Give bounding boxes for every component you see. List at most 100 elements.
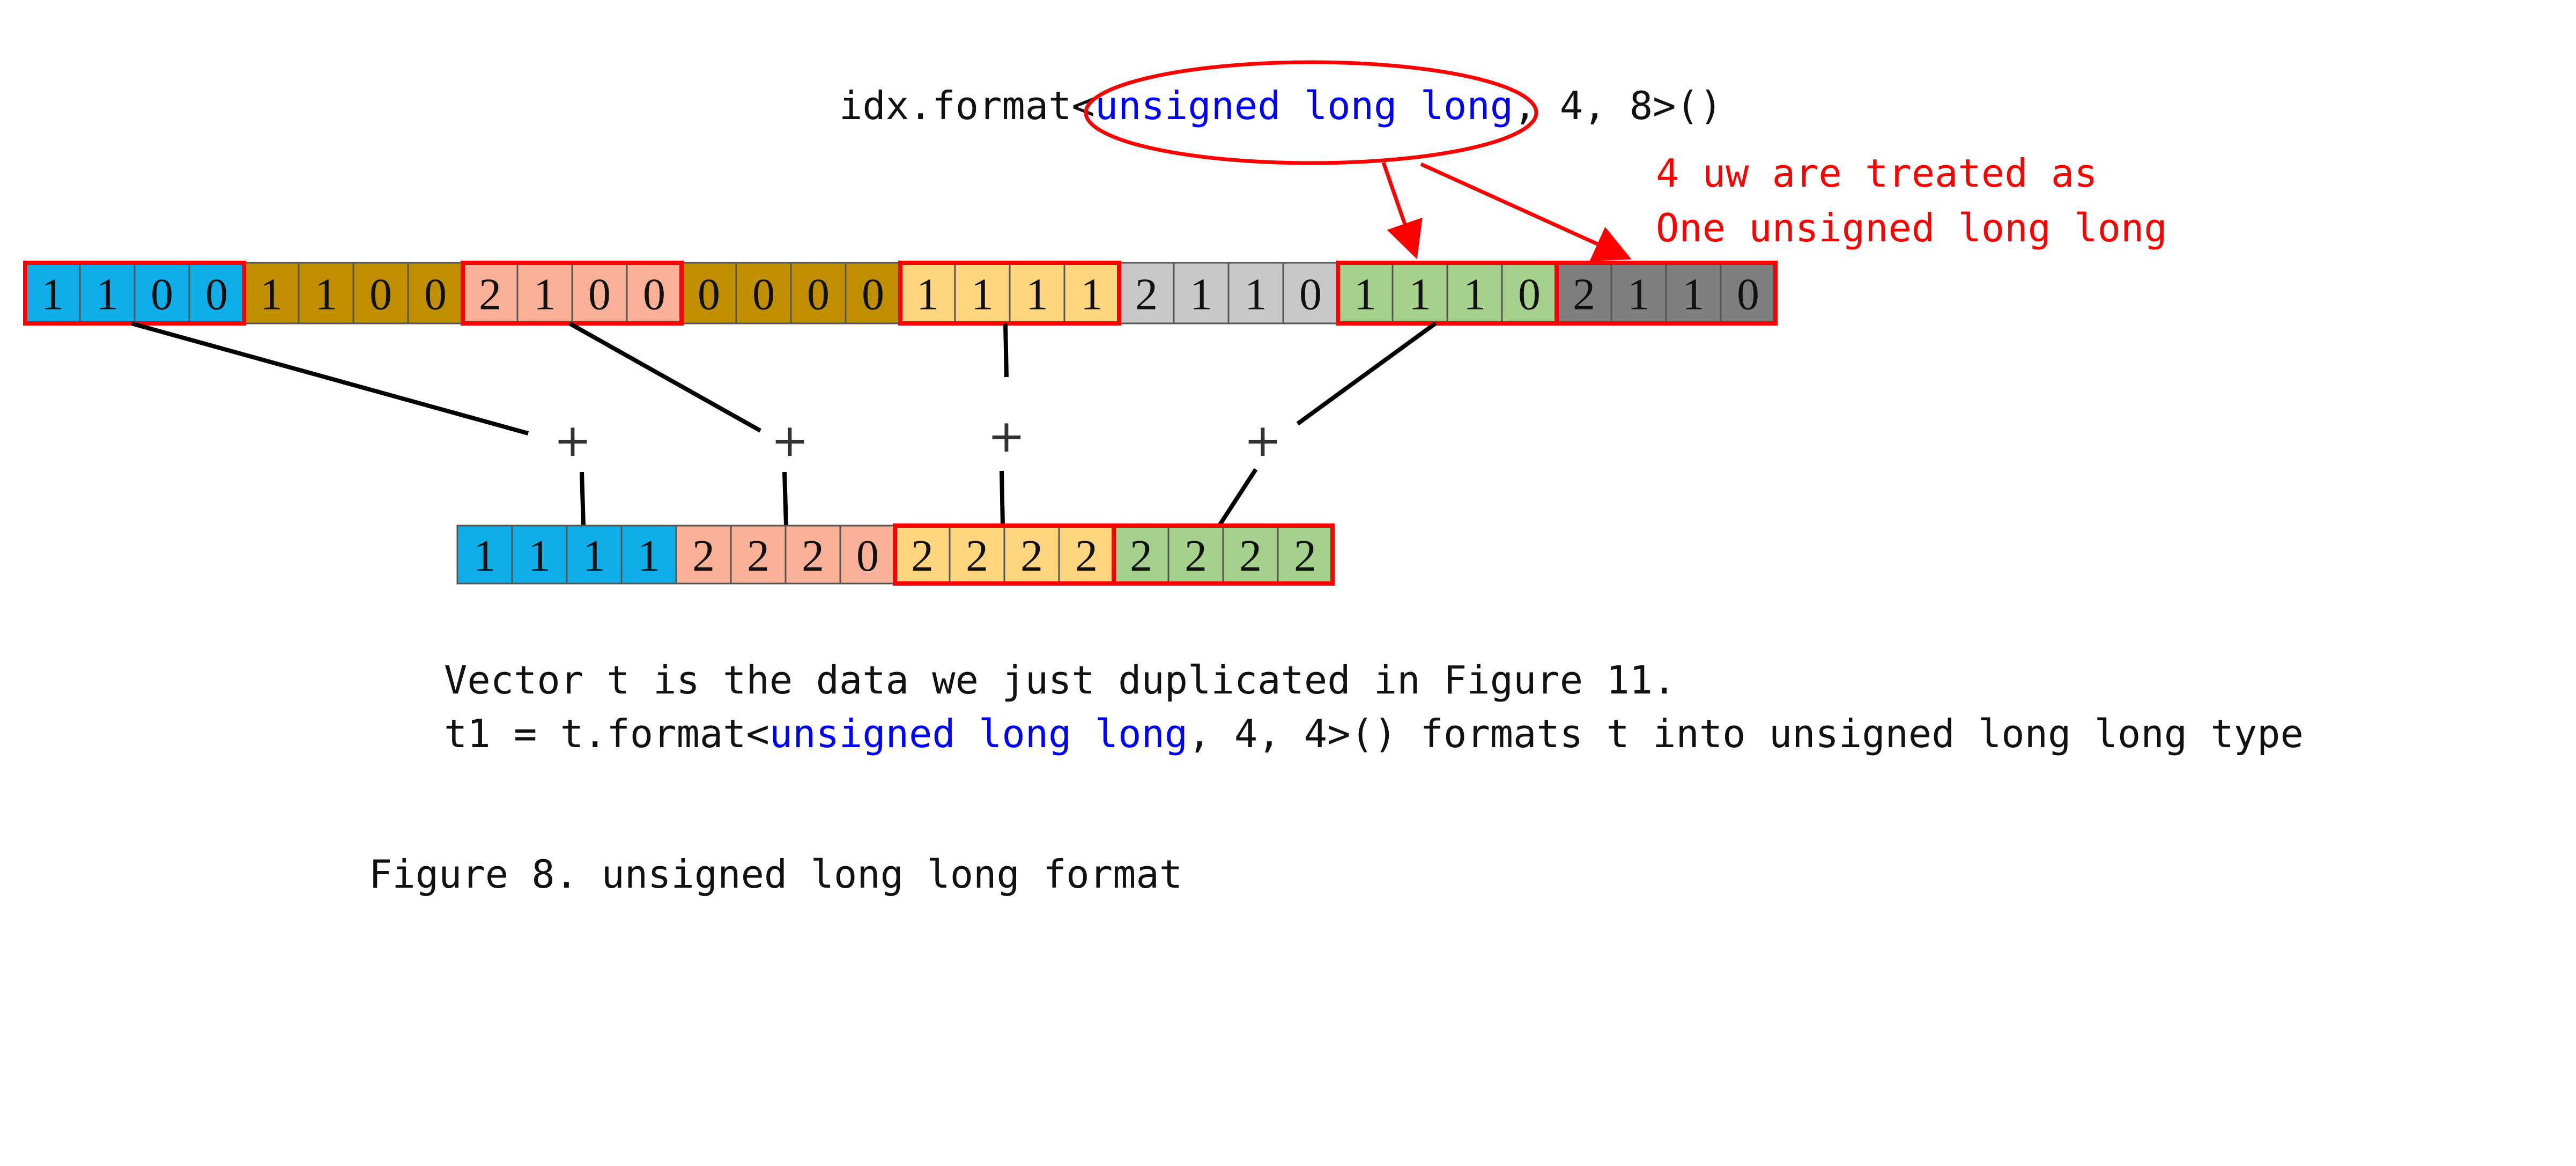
bottom-cell-value-4: 2 — [692, 531, 715, 581]
top-cell-value-11: 0 — [643, 270, 665, 320]
top-cell-value-19: 1 — [1080, 270, 1103, 320]
top-cell-12 — [680, 262, 737, 324]
top-cell-value-1: 1 — [96, 270, 119, 320]
top-cell-14 — [790, 262, 847, 324]
bottom-cell-3 — [620, 525, 677, 585]
top-cell-value-31: 0 — [1737, 270, 1759, 320]
top-cell-value-5: 1 — [315, 270, 337, 320]
top-cell-value-13: 0 — [752, 270, 775, 320]
top-cell-value-2: 0 — [151, 270, 173, 320]
top-cell-value-16: 1 — [916, 270, 939, 320]
top-cell-4 — [243, 262, 300, 324]
top-cell-value-10: 0 — [588, 270, 611, 320]
top-group-border-2 — [898, 261, 1121, 326]
top-cell-value-30: 1 — [1682, 270, 1705, 320]
bottom-cell-value-14: 2 — [1239, 531, 1262, 581]
keyword-highlight-ellipse — [1084, 60, 1538, 165]
bottom-cell-value-13: 2 — [1185, 531, 1207, 581]
top-cell-value-25: 1 — [1409, 270, 1431, 320]
bottom-cell-2 — [566, 525, 623, 585]
annotation-line-2: One unsigned long long — [1656, 205, 2167, 250]
source-group-borders — [23, 261, 1778, 326]
bottom-cell-value-0: 1 — [473, 531, 496, 581]
description-prefix: t1 = t.format< — [444, 711, 769, 756]
result-group-borders — [893, 523, 1335, 586]
connector-blue-to-plus — [130, 321, 529, 436]
top-cell-27 — [1501, 262, 1558, 324]
top-cell-19 — [1063, 262, 1120, 324]
top-cell-value-4: 1 — [260, 270, 283, 320]
top-cell-value-23: 0 — [1299, 270, 1322, 320]
top-cell-28 — [1556, 262, 1612, 324]
connector-green-to-plus — [1296, 321, 1437, 426]
top-cell-13 — [735, 262, 792, 324]
top-cell-value-0: 1 — [41, 270, 64, 320]
top-cell-value-26: 1 — [1463, 270, 1486, 320]
connector-plus-to-green — [1218, 468, 1258, 526]
bottom-cell-10 — [1003, 525, 1060, 585]
bottom-cell-value-12: 2 — [1130, 531, 1152, 581]
top-cell-value-20: 2 — [1135, 270, 1158, 320]
top-cell-value-21: 1 — [1190, 270, 1212, 320]
top-cell-value-27: 0 — [1518, 270, 1541, 320]
bottom-cell-value-8: 2 — [911, 531, 934, 581]
bottom-group-border-1 — [1112, 523, 1335, 586]
plus-sign-1: + — [554, 414, 591, 467]
bottom-cell-9 — [949, 525, 1005, 585]
top-cell-value-12: 0 — [698, 270, 720, 320]
bottom-cell-4 — [675, 525, 732, 585]
description-line-1: Vector t is the data we just duplicated … — [444, 658, 1676, 703]
top-cell-value-6: 0 — [369, 270, 392, 320]
header-keyword: unsigned long long — [1095, 83, 1513, 128]
top-cell-value-8: 2 — [479, 270, 501, 320]
format-call-header: idx.format<unsigned long long, 4, 8>() — [839, 83, 1722, 128]
arrow-to-gray-group — [1420, 162, 1632, 261]
description-keyword: unsigned long long — [769, 711, 1188, 756]
top-cell-25 — [1391, 262, 1448, 324]
bottom-cell-value-1: 1 — [528, 531, 551, 581]
top-cell-value-29: 1 — [1627, 270, 1650, 320]
connector-plus-to-blue — [580, 471, 586, 526]
arrow-to-green-group — [1381, 161, 1423, 260]
plus-sign-2: + — [771, 414, 809, 467]
connector-yellow-to-plus — [1003, 323, 1009, 378]
description-suffix: , 4, 4>() formats t into unsigned long l… — [1188, 711, 2304, 756]
top-cell-21 — [1173, 262, 1230, 324]
top-cell-11 — [626, 262, 683, 324]
bottom-cell-value-11: 2 — [1075, 531, 1098, 581]
bottom-cell-14 — [1222, 525, 1279, 585]
bottom-cell-value-15: 2 — [1294, 531, 1316, 581]
bottom-cell-value-6: 2 — [802, 531, 824, 581]
bottom-cell-value-2: 1 — [583, 531, 605, 581]
top-cell-10 — [571, 262, 628, 324]
top-cell-29 — [1610, 262, 1667, 324]
top-cell-value-24: 1 — [1354, 270, 1376, 320]
connector-plus-to-salmon — [782, 471, 788, 526]
top-group-border-4 — [1555, 261, 1778, 326]
header-prefix: idx.format< — [839, 83, 1095, 128]
top-cell-value-9: 1 — [534, 270, 556, 320]
top-cell-value-28: 2 — [1573, 270, 1595, 320]
connector-lines — [130, 321, 1437, 526]
top-cell-value-7: 0 — [424, 270, 447, 320]
top-cell-20 — [1118, 262, 1175, 324]
annotation-line-1: 4 uw are treated as — [1656, 151, 2098, 196]
top-cell-23 — [1282, 262, 1339, 324]
top-cell-value-14: 0 — [807, 270, 830, 320]
top-cell-5 — [298, 262, 354, 324]
top-cell-value-3: 0 — [205, 270, 228, 320]
top-cell-value-18: 1 — [1026, 270, 1048, 320]
bottom-cell-value-9: 2 — [966, 531, 988, 581]
top-cell-value-22: 1 — [1245, 270, 1267, 320]
top-cell-value-15: 0 — [862, 270, 884, 320]
top-cell-value-17: 1 — [971, 270, 994, 320]
top-cell-24 — [1337, 262, 1394, 324]
description-line-2: t1 = t.format<unsigned long long, 4, 4>(… — [444, 711, 2304, 756]
bottom-cell-0 — [456, 525, 513, 585]
top-cell-15 — [845, 262, 901, 324]
bottom-cell-value-10: 2 — [1020, 531, 1043, 581]
bottom-cell-value-7: 0 — [856, 531, 879, 581]
